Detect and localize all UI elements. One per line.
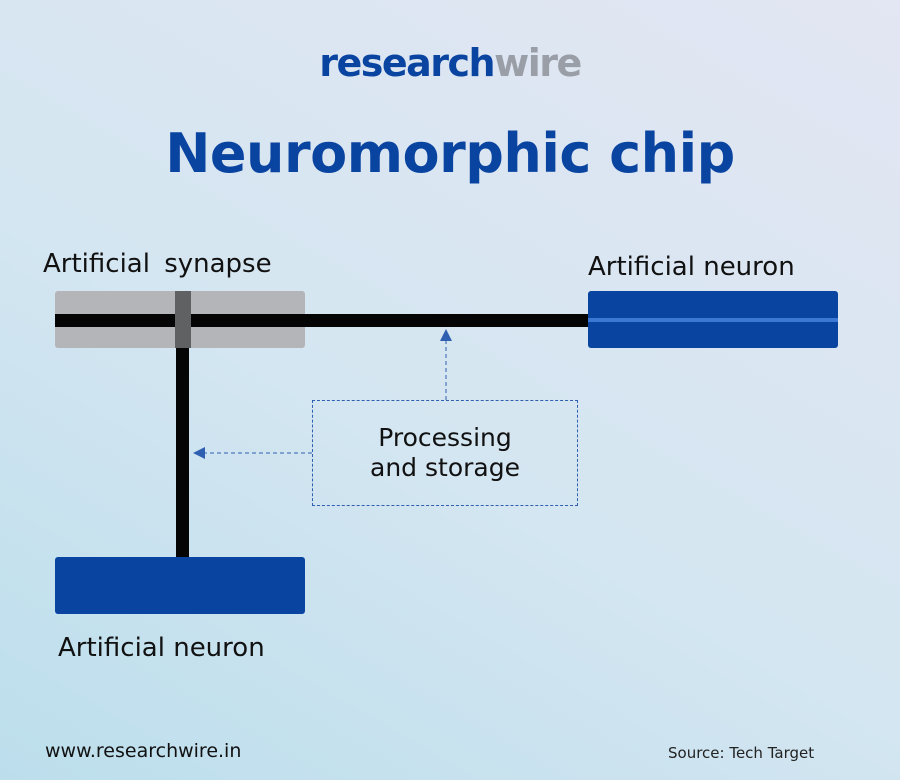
callout-line-1: Processing <box>378 423 512 452</box>
horizontal-wire <box>55 314 595 327</box>
logo-part-research: research <box>319 41 495 85</box>
neuron-right-highlight-line <box>588 318 838 322</box>
processing-storage-callout: Processing and storage <box>312 400 578 506</box>
source-footer: Source: Tech Target <box>668 744 815 762</box>
vertical-wire <box>176 314 189 558</box>
website-footer: www.researchwire.in <box>45 740 242 762</box>
logo-part-wire: wire <box>494 41 582 85</box>
artificial-neuron-bottom-block <box>55 557 305 614</box>
synapse-crossing <box>175 291 191 348</box>
artificial-neuron-bottom-label: Artificial neuron <box>58 633 265 663</box>
artificial-neuron-right-label: Artificial neuron <box>588 252 795 282</box>
arrow-left-to-wire <box>193 447 312 459</box>
artificial-synapse-label: Artificial synapse <box>43 249 272 279</box>
callout-line-2: and storage <box>370 453 520 482</box>
page-title: Neuromorphic chip <box>165 122 735 185</box>
researchwire-logo: researchwire <box>0 38 900 88</box>
arrow-up-to-wire <box>440 329 452 400</box>
